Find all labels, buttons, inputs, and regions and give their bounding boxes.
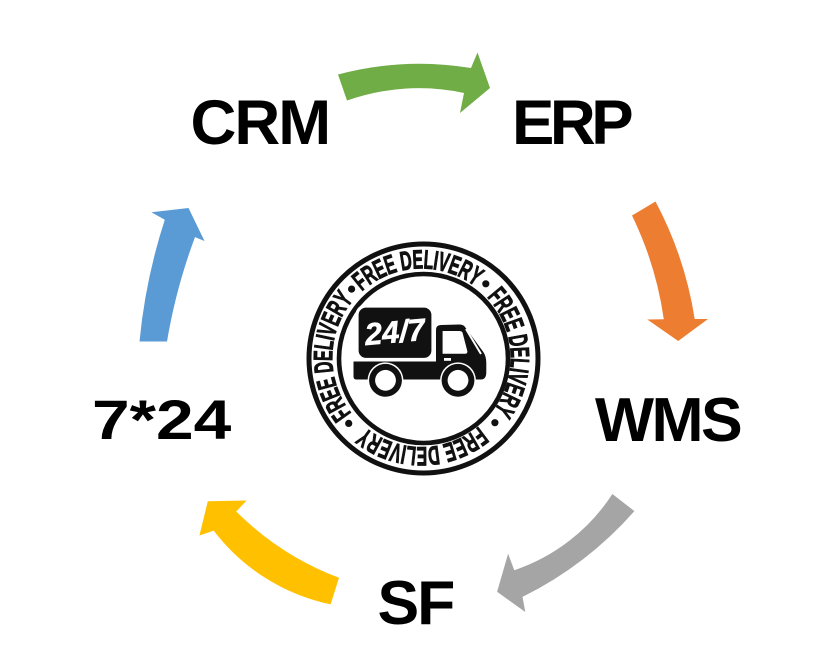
svg-text:D: D xyxy=(398,245,414,277)
svg-text:I: I xyxy=(310,332,341,343)
svg-text:I: I xyxy=(399,439,409,470)
svg-text:D: D xyxy=(502,332,534,349)
svg-text:24/7: 24/7 xyxy=(362,312,428,352)
svg-text:L: L xyxy=(504,357,535,368)
svg-text:SF: SF xyxy=(378,568,454,638)
svg-text:7*24: 7*24 xyxy=(92,390,232,452)
svg-text:L: L xyxy=(308,338,339,352)
svg-text:L: L xyxy=(405,440,418,471)
svg-text:D: D xyxy=(308,360,339,374)
svg-text:I: I xyxy=(432,245,441,276)
svg-text:I: I xyxy=(504,366,535,374)
svg-text:E: E xyxy=(308,350,339,361)
svg-text:L: L xyxy=(423,244,435,275)
svg-text:ERP: ERP xyxy=(512,88,632,158)
svg-text:D: D xyxy=(426,440,441,472)
svg-text:E: E xyxy=(412,244,424,275)
svg-text:CRM: CRM xyxy=(191,88,330,158)
svg-text:E: E xyxy=(416,441,427,471)
svg-text:E: E xyxy=(504,346,535,358)
svg-text:WMS: WMS xyxy=(595,385,741,455)
